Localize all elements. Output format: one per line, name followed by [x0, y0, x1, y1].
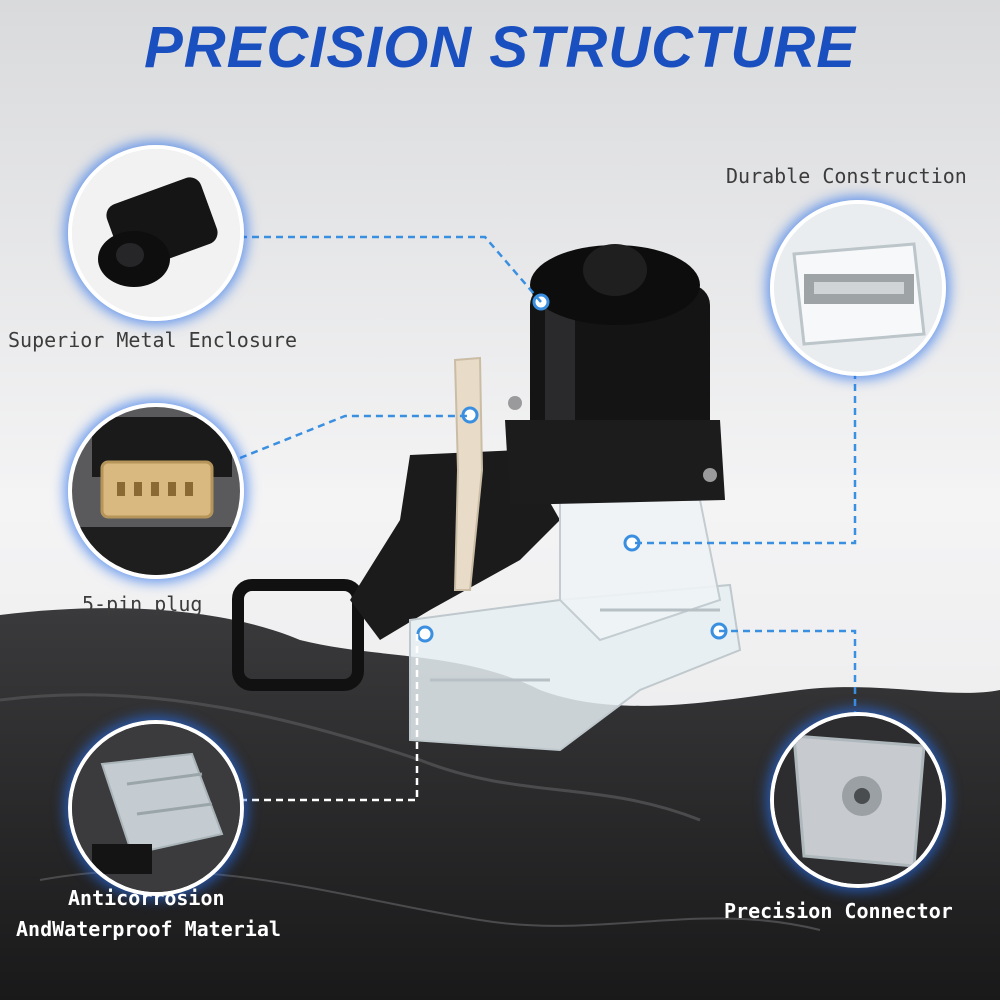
- line-plug: [239, 414, 470, 460]
- label-metal-enclosure: Superior Metal Enclosure: [8, 328, 297, 352]
- label-anticorrosion-line2: AndWaterproof Material: [16, 917, 281, 941]
- motor-flange: [505, 420, 725, 505]
- label-durable-construction: Durable Construction: [726, 164, 967, 188]
- line-anticorrosion: [240, 634, 419, 802]
- inset-precision-connector: [770, 712, 946, 888]
- label-anticorrosion-line1: Anticorrosion: [68, 886, 225, 910]
- line-durable: [632, 372, 857, 545]
- rock-surface: [0, 608, 1000, 1000]
- inset-anticorrosion: [68, 720, 244, 896]
- inset-durable-construction: [770, 200, 946, 376]
- line-metal-enclosure: [240, 235, 542, 303]
- inset-metal-enclosure: [68, 145, 244, 321]
- line-connector: [719, 629, 857, 718]
- label-5pin-plug: 5-pin plug: [82, 592, 203, 616]
- inset-5pin-plug: [68, 403, 244, 579]
- label-precision-connector: Precision Connector: [724, 899, 953, 923]
- mounting-frame: [232, 579, 364, 691]
- black-bracket: [350, 450, 560, 640]
- page-title: PRECISION STRUCTURE: [144, 15, 856, 80]
